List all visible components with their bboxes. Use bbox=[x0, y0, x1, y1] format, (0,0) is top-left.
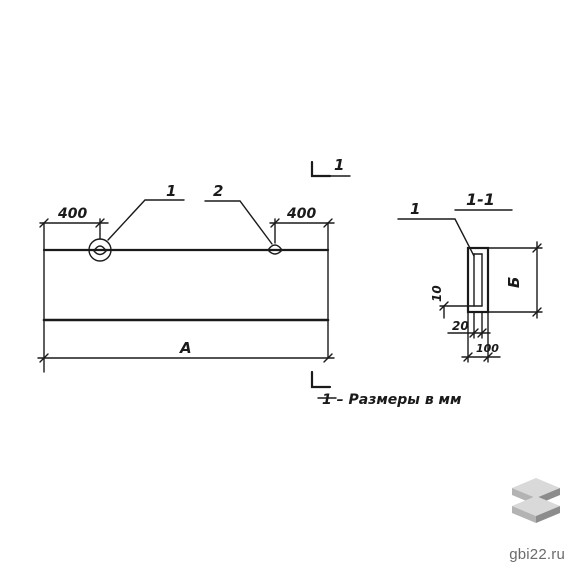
leader-item-2 bbox=[204, 200, 273, 245]
callout-item-1: 1 bbox=[166, 182, 176, 200]
dim-length-tick-a bbox=[39, 353, 49, 363]
dim-20-label: 20 bbox=[452, 319, 469, 333]
section-leader-item-1 bbox=[397, 218, 475, 257]
dim-height-tick-a bbox=[532, 243, 542, 253]
dim-10-tick bbox=[439, 301, 449, 311]
site-watermark: gbi22.ru bbox=[509, 546, 565, 563]
units-note: 1 – Размеры в мм bbox=[322, 392, 461, 408]
leader-item-1 bbox=[107, 199, 185, 241]
lifting-loop-1-hook bbox=[93, 245, 107, 256]
dim-20-tick-a bbox=[469, 328, 479, 338]
dim-length-label: А bbox=[179, 339, 192, 357]
section-outline bbox=[466, 246, 490, 314]
section-cut-mark-top bbox=[310, 160, 332, 178]
callout-section-cut: 1 bbox=[334, 156, 344, 174]
dim-100-tick-a bbox=[463, 352, 473, 362]
dim-left-400-tick-a bbox=[39, 218, 49, 228]
dim-height-tick-b bbox=[532, 307, 542, 317]
dim-10-label: 10 bbox=[430, 285, 444, 302]
section-cut-mark-bottom bbox=[310, 370, 332, 389]
dim-left-400-label: 400 bbox=[57, 206, 87, 222]
dim-100-tick-b bbox=[483, 352, 493, 362]
dim-right-400-label: 400 bbox=[286, 206, 316, 222]
dim-right-400-tick-b bbox=[323, 218, 333, 228]
section-title: 1-1 bbox=[466, 190, 495, 209]
dim-height-label: Б bbox=[505, 277, 523, 288]
callout-section-item-1: 1 bbox=[410, 200, 420, 218]
dim-100-label: 100 bbox=[476, 342, 499, 355]
callout-item-2: 2 bbox=[213, 182, 223, 200]
dim-length-tick-b bbox=[323, 353, 333, 363]
lifting-loop-2 bbox=[267, 244, 283, 255]
gbi22-logo-icon bbox=[512, 478, 560, 523]
dim-20-tick-b bbox=[477, 328, 487, 338]
